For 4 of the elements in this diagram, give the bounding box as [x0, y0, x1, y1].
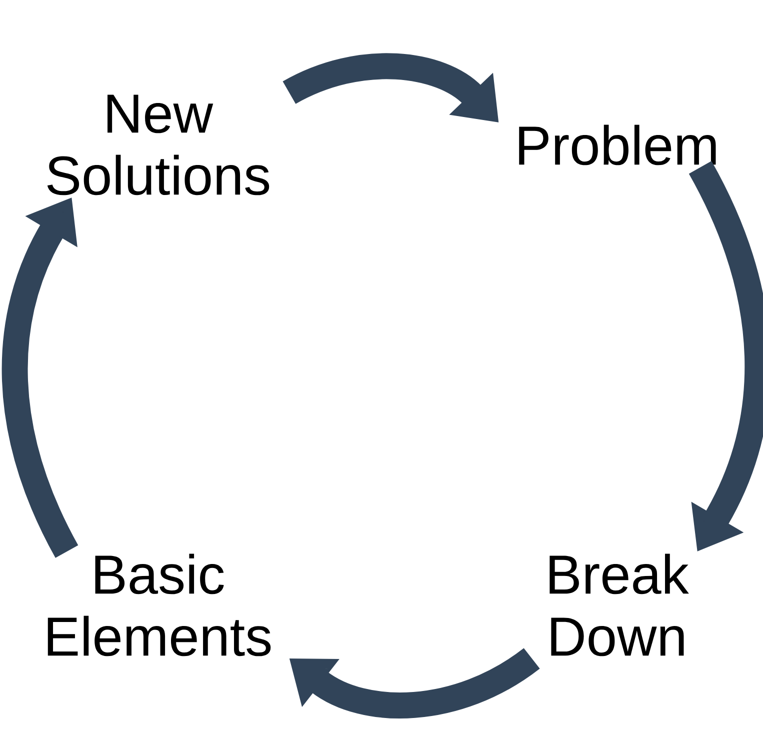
step-label: New Solutions — [47, 94, 270, 196]
step-label: Problem — [519, 124, 716, 166]
step-label: Break Down — [550, 554, 689, 656]
step-label: Basic Elements — [48, 554, 271, 656]
